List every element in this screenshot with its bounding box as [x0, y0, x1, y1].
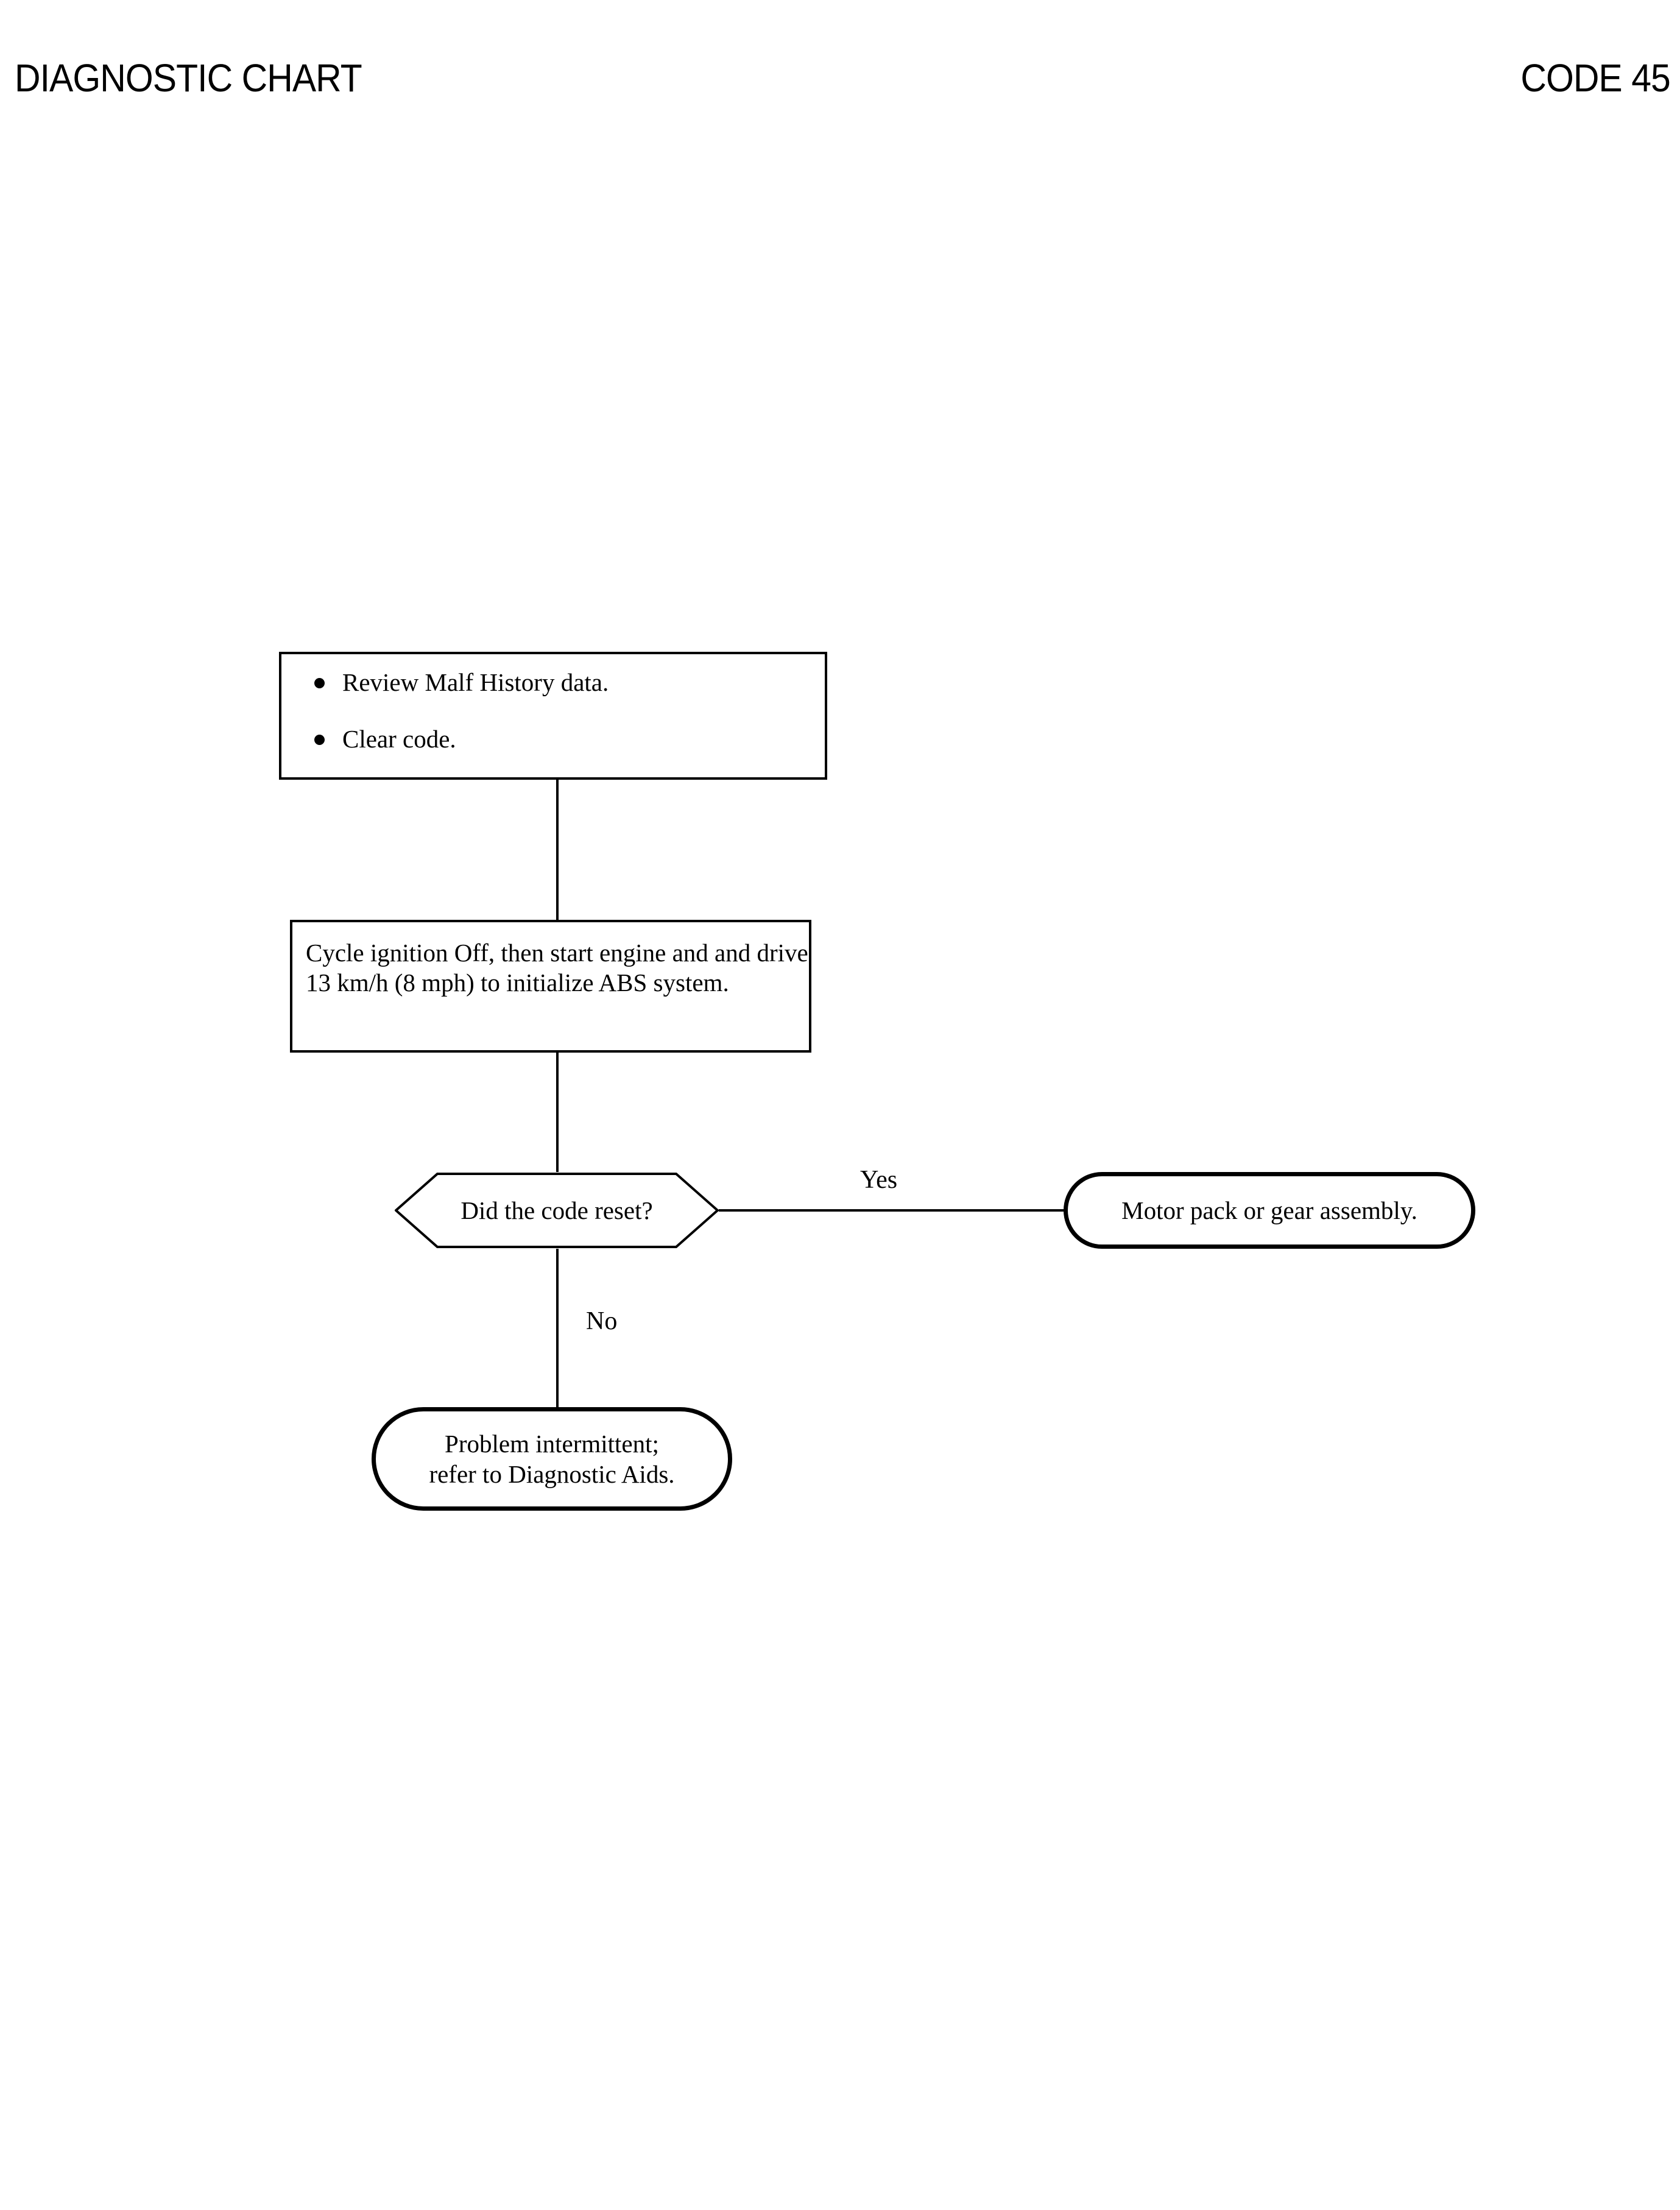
step-box-review-clear: Review Malf History data. Clear code. [279, 652, 827, 780]
connector-decision-yes [718, 1209, 1066, 1212]
step-box-cycle-ignition: Cycle ignition Off, then start engine an… [290, 920, 811, 1053]
terminal-intermittent-text: Problem intermittent; refer to Diagnosti… [415, 1428, 688, 1489]
diagnostic-code-label: CODE 45 [1520, 56, 1670, 100]
terminal-problem-intermittent: Problem intermittent; refer to Diagnosti… [372, 1407, 732, 1511]
decision-did-code-reset: Did the code reset? [395, 1172, 719, 1249]
terminal-motor-pack-or-gear-assembly: Motor pack or gear assembly. [1064, 1172, 1475, 1249]
connector-cycle-to-decision [556, 1050, 559, 1173]
branch-label-no: No [586, 1307, 618, 1335]
step-box-cycle-text: Cycle ignition Off, then start engine an… [306, 939, 808, 997]
connector-review-to-cycle [556, 777, 559, 922]
list-item: Review Malf History data. [281, 670, 825, 695]
connector-decision-no [556, 1248, 559, 1410]
decision-label: Did the code reset? [461, 1196, 653, 1224]
bullet-list: Review Malf History data. Clear code. [281, 654, 825, 752]
hexagon-shape-icon [395, 1172, 719, 1249]
branch-label-yes: Yes [860, 1166, 898, 1194]
terminal-intermittent-line-1: Problem intermittent; [445, 1429, 659, 1458]
terminal-intermittent-line-2: refer to Diagnostic Aids. [429, 1460, 675, 1488]
terminal-motor-text: Motor pack or gear assembly. [1121, 1196, 1417, 1224]
page-title: DIAGNOSTIC CHART [15, 56, 362, 100]
list-item: Clear code. [281, 727, 825, 752]
